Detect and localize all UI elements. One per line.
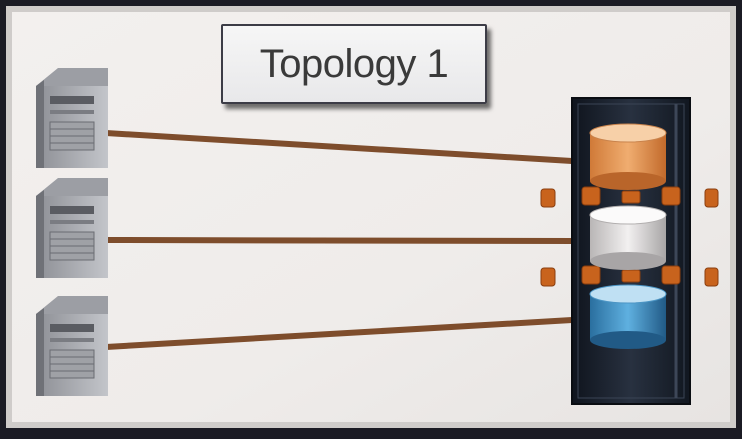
connector-port: [622, 270, 640, 282]
connector-port: [705, 268, 718, 286]
diagram-title: Topology 1: [221, 24, 487, 104]
connector-port: [705, 189, 718, 207]
connector-port: [662, 266, 680, 284]
link-server-2-disk-middle: [106, 240, 572, 241]
connector-port: [582, 187, 600, 205]
connector-port: [541, 268, 555, 286]
connector-port: [662, 187, 680, 205]
server-icon: [36, 68, 108, 168]
connector-port: [541, 189, 555, 207]
disk-bottom-icon: [590, 285, 666, 349]
server-icon: [36, 296, 108, 396]
server-icon: [36, 178, 108, 278]
disk-top-icon: [590, 124, 666, 190]
connector-port: [622, 191, 640, 203]
connector-port: [582, 266, 600, 284]
disk-middle-icon: [590, 206, 666, 270]
